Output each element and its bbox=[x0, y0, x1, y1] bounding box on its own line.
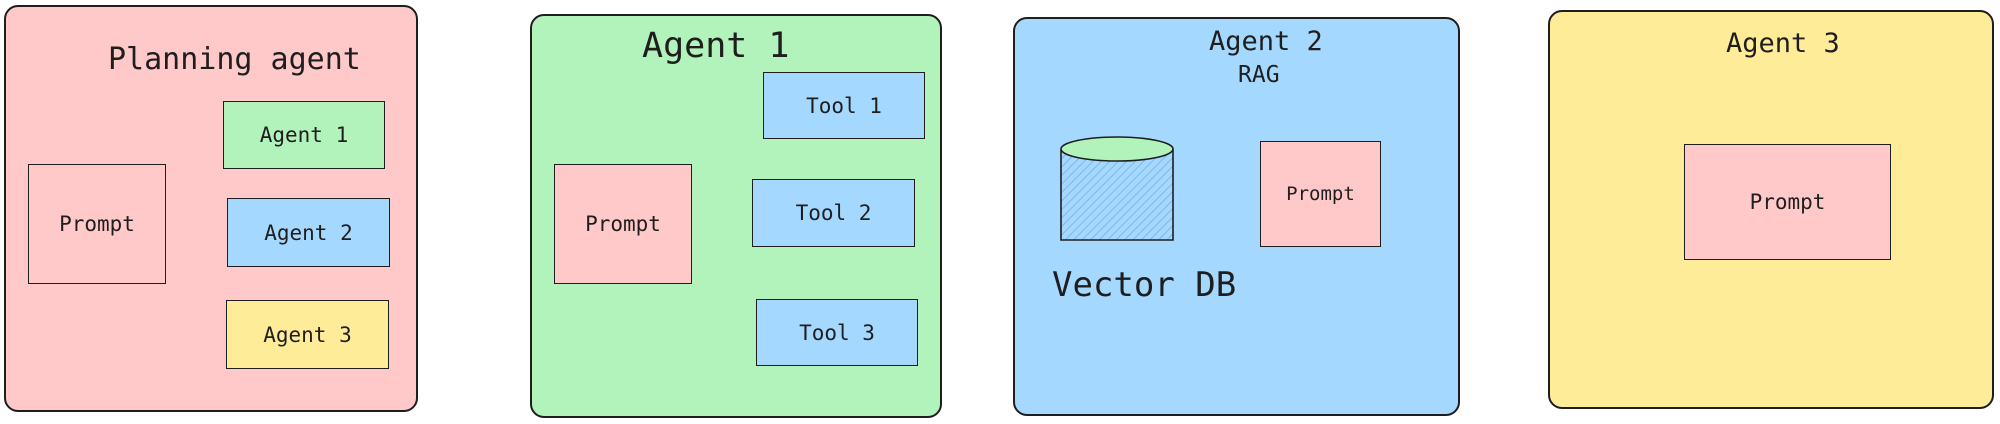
agent2-subtitle: RAG bbox=[1238, 62, 1280, 88]
tool1-box: Tool 1 bbox=[763, 72, 925, 139]
agent1-prompt-box: Prompt bbox=[554, 164, 692, 284]
agent3-prompt-box: Prompt bbox=[1684, 144, 1891, 260]
agent3-title: Agent 3 bbox=[1726, 28, 1840, 59]
agent2-prompt-box: Prompt bbox=[1260, 141, 1381, 247]
vector-db-cylinder-icon bbox=[1060, 136, 1174, 241]
tool3-box: Tool 3 bbox=[756, 299, 918, 366]
tool2-box: Tool 2 bbox=[752, 179, 915, 247]
planning-agent-panel: Planning agent Prompt Agent 1 Agent 2 Ag… bbox=[4, 5, 418, 412]
vector-db-label: Vector DB bbox=[1052, 265, 1237, 305]
planning-agent3-box: Agent 3 bbox=[226, 300, 389, 369]
agent3-panel: Agent 3 Prompt bbox=[1548, 10, 1994, 409]
planning-agent2-box: Agent 2 bbox=[227, 198, 390, 267]
planning-agent-title: Planning agent bbox=[108, 42, 361, 77]
planning-agent1-box: Agent 1 bbox=[223, 101, 385, 169]
agent1-title: Agent 1 bbox=[642, 26, 790, 66]
agent1-panel: Agent 1 Prompt Tool 1 Tool 2 Tool 3 bbox=[530, 14, 942, 418]
agent2-title: Agent 2 bbox=[1209, 26, 1323, 57]
planning-prompt-box: Prompt bbox=[28, 164, 166, 284]
agent2-panel: Agent 2 RAG Vector DB Prompt bbox=[1013, 17, 1460, 416]
